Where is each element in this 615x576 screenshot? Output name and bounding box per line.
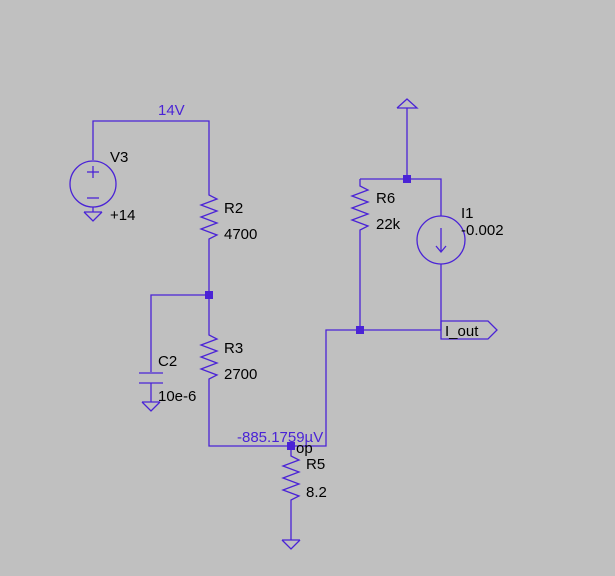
r2-name-label: R2 [224,200,243,217]
top-rail-wires [92,120,210,190]
i1-value-label: -0.002 [461,222,504,239]
supply-arrow-icon [396,98,419,179]
resistor-r5[interactable] [281,446,301,540]
r6-value-label: 22k [376,216,401,233]
v3-value-label: +14 [110,207,135,224]
c2-top-wire [150,294,209,372]
r5-name-label: R5 [306,456,325,473]
junction-dot [356,326,364,334]
ground-icon [83,211,103,222]
r6-name-label: R6 [376,190,395,207]
output-port[interactable]: I_out [440,320,498,340]
output-port-label: I_out [445,323,479,340]
capacitor-c2[interactable] [139,372,163,402]
c2-name-label: C2 [158,353,177,370]
net-label-14v[interactable]: 14V [158,102,185,119]
resistor-r3[interactable] [199,295,291,447]
r6-i1-top-wire [360,178,442,216]
ground-icon [281,539,301,550]
resistor-r6[interactable] [350,179,370,330]
r3-value-label: 2700 [224,366,257,383]
i1-name-label: I1 [461,205,474,222]
ground-icon [141,401,161,412]
resistor-r2[interactable] [199,190,219,295]
voltage-source-v3[interactable] [69,160,117,212]
op-to-out-wire [291,329,441,447]
op-voltage-readout[interactable]: -885.1759µV [237,429,323,446]
r2-value-label: 4700 [224,226,257,243]
c2-value-label: 10e-6 [158,388,196,405]
current-source-i1[interactable] [416,215,466,330]
v3-name-label: V3 [110,149,128,166]
r5-value-label: 8.2 [306,484,327,501]
r3-name-label: R3 [224,340,243,357]
op-node-label: op [296,440,313,457]
